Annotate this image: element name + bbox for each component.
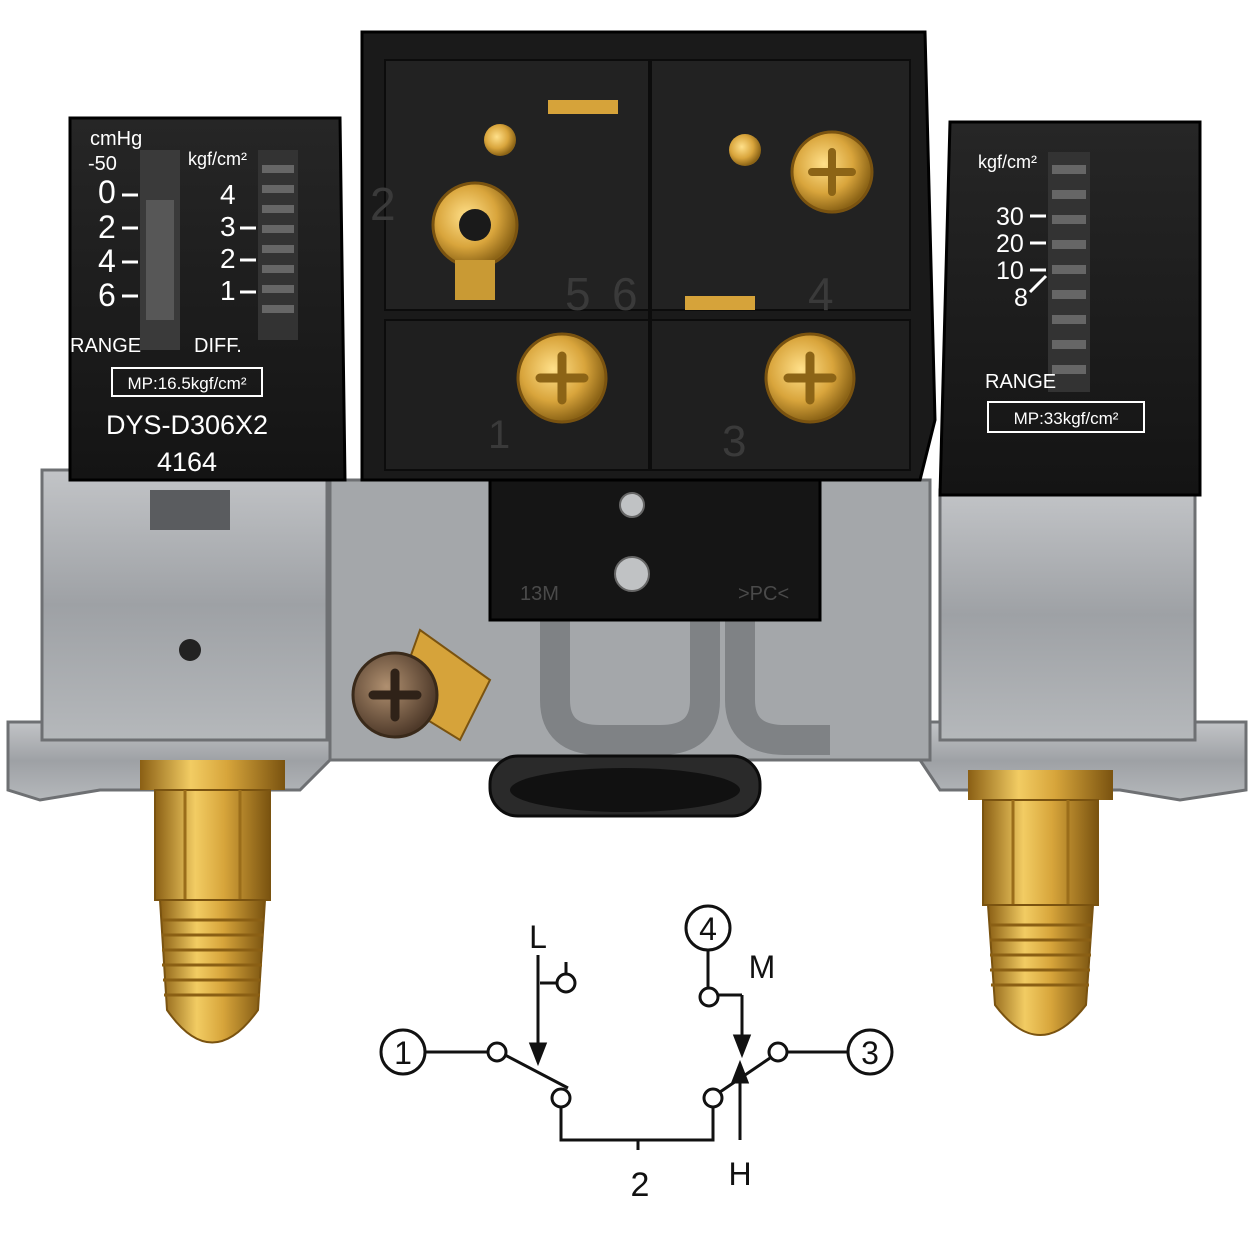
left-code-label: 4164 (157, 447, 217, 477)
left-diff-scale-1: 1 (220, 275, 236, 306)
terminal-marking-right: >PC< (738, 583, 789, 605)
terminal-number-6: 6 (612, 268, 638, 320)
right-range-scale-10: 10 (996, 257, 1024, 285)
left-diff-scale-2: 2 (220, 243, 236, 274)
left-unit-cmhg-label: cmHg (90, 128, 142, 150)
right-range-scale-20: 20 (996, 230, 1024, 258)
diagram-label-m: M (749, 949, 776, 985)
diagram-terminal-3: 3 (861, 1035, 879, 1071)
diagram-terminal-3-circle (846, 1028, 894, 1076)
terminal-number-2: 2 (370, 178, 396, 230)
terminal-screw-1 (516, 332, 608, 424)
ground-screw (351, 628, 492, 742)
left-range-scale-4: 4 (98, 243, 116, 279)
diagram-terminal-1: 1 (394, 1035, 412, 1071)
terminal-number-1: 1 (488, 413, 510, 457)
left-flare-fitting (140, 760, 285, 1044)
diagram-label-l: L (529, 919, 547, 955)
right-flare-fitting (968, 770, 1113, 1036)
left-range-label: RANGE (70, 335, 141, 357)
right-pressure-unit: kgf/cm² 30 20 10 8 RANGE MP:33kgf/cm² (938, 120, 1202, 742)
left-range-scale-0: 0 (98, 174, 116, 210)
wiring-diagram (379, 904, 894, 1150)
diagram-terminal-4: 4 (699, 911, 717, 947)
diagram-label-h: H (728, 1156, 751, 1192)
right-range-scale-30: 30 (996, 203, 1024, 231)
left-diff-scale-4: 4 (220, 179, 236, 210)
terminal-screw-4 (790, 130, 874, 214)
left-unit-kgf-label: kgf/cm² (188, 149, 247, 169)
left-mp-label: MP:16.5kgf/cm² (127, 374, 246, 393)
terminal-number-4: 4 (808, 268, 834, 320)
terminal-marking-left: 13M (520, 583, 559, 605)
left-pressure-unit: cmHg kgf/cm² -50 0 2 4 6 4 3 2 1 RANGE D… (40, 116, 347, 742)
right-mp-label: MP:33kgf/cm² (1014, 409, 1119, 428)
right-unit-kgf-label: kgf/cm² (978, 152, 1037, 172)
right-range-label: RANGE (985, 371, 1056, 393)
diagram-terminal-2: 2 (631, 1166, 650, 1204)
left-range-scale-2: 2 (98, 209, 116, 245)
left-model-label: DYS-D306X2 (106, 410, 268, 440)
terminal-number-5: 5 (565, 268, 591, 320)
terminal-screw-3 (764, 332, 856, 424)
right-range-scale-8: 8 (1014, 284, 1028, 312)
terminal-block: 2 5 6 4 1 3 13M >PC< (360, 30, 937, 622)
terminal-number-3: 3 (722, 417, 746, 466)
left-range-scale-m50: -50 (88, 153, 117, 175)
left-diff-scale-3: 3 (220, 211, 236, 242)
left-diff-label: DIFF. (194, 335, 242, 357)
left-range-scale-6: 6 (98, 277, 116, 313)
